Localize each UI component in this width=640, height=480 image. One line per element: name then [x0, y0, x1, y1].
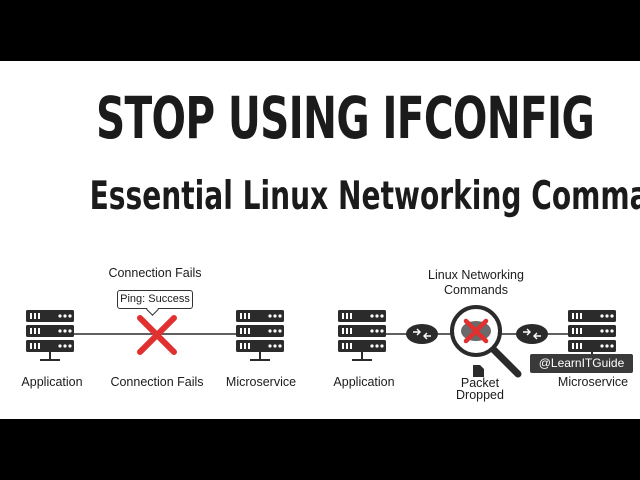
packet-label-line2: Dropped	[456, 388, 504, 402]
network-diagram	[25, 305, 617, 378]
ping-tooltip: Ping: Success	[117, 290, 193, 309]
router-icon-left	[405, 323, 439, 345]
channel-watermark: @LearnITGuide	[530, 354, 633, 373]
application-label-right: Application	[333, 375, 395, 389]
packet-label-line1: Packet	[460, 376, 500, 390]
right-diagram	[337, 305, 617, 378]
right-heading-line1: Linux Networking	[428, 268, 524, 282]
right-heading-line2: Commands	[444, 283, 508, 297]
application-server-icon-right	[337, 309, 387, 361]
application-server-icon	[25, 309, 75, 361]
connection-fails-label: Connection Fails	[110, 375, 204, 389]
microservice-server-icon-right	[567, 309, 617, 361]
packet-icon	[473, 365, 484, 377]
magnifier-icon	[450, 305, 522, 378]
microservice-server-icon	[235, 309, 285, 361]
subtitle: Essential Linux Networking Commands	[89, 174, 640, 219]
microservice-label: Microservice	[225, 375, 297, 389]
router-icon-right	[515, 323, 549, 345]
fail-x-icon	[137, 315, 177, 355]
microservice-label-right: Microservice	[557, 375, 629, 389]
left-diagram	[25, 309, 285, 361]
left-diagram-heading: Connection Fails	[108, 266, 202, 280]
thumbnail-panel: STOP USING IFCONFIG Essential Linux Netw…	[0, 61, 640, 419]
main-title: STOP USING IFCONFIG	[96, 84, 595, 152]
application-label: Application	[21, 375, 83, 389]
